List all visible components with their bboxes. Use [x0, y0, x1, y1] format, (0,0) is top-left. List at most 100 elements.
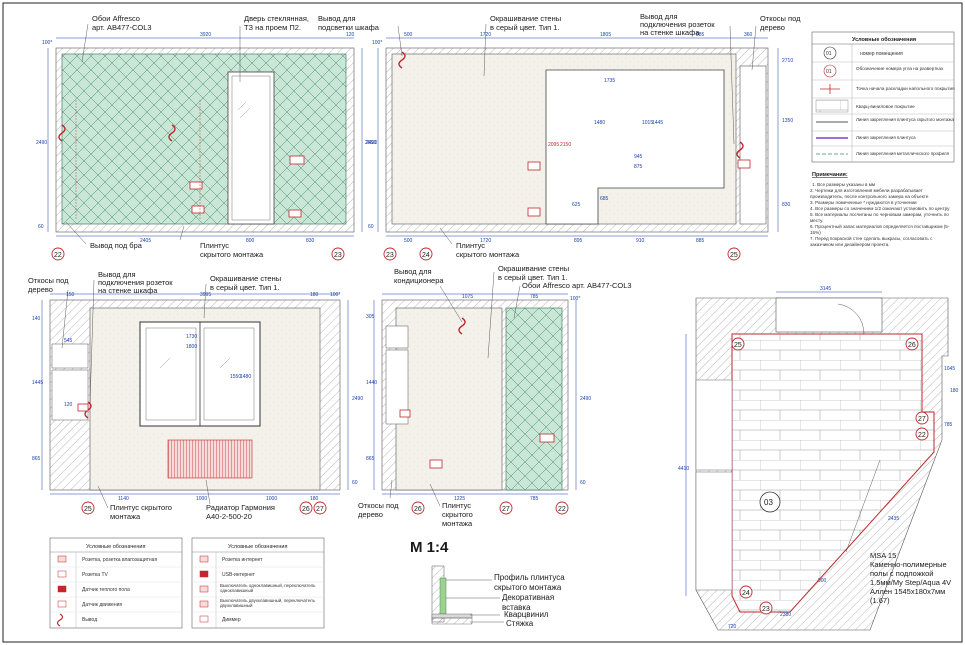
legend-right-title: Условные обозначения [852, 36, 916, 43]
svg-text:22: 22 [918, 432, 926, 439]
svg-text:885: 885 [696, 238, 705, 244]
socket-icon [288, 209, 302, 218]
svg-text:100*: 100* [372, 40, 382, 46]
svg-text:в серый цвет. Тип 1.: в серый цвет. Тип 1. [210, 283, 280, 292]
elev1-dim-bottom: 830 [306, 238, 315, 244]
svg-text:785: 785 [944, 422, 953, 428]
callout-bra: Вывод под бра [90, 241, 143, 250]
socket-icon [399, 409, 411, 418]
svg-text:Откосы под: Откосы под [760, 14, 801, 23]
svg-text:монтажа: монтажа [110, 512, 141, 521]
svg-text:Окрашивание стены: Окрашивание стены [498, 264, 569, 273]
wood-slope [51, 343, 89, 369]
wood-slope [385, 325, 409, 349]
outlet-icon [56, 613, 64, 627]
dimmer-icon [199, 615, 209, 623]
svg-text:1480: 1480 [594, 120, 605, 126]
elev1-dim-top: 3920 [200, 32, 211, 38]
wood-slopes [739, 65, 767, 225]
svg-text:Плинтус: Плинтус [456, 241, 485, 250]
svg-text:Линия закрепления плинтуса: Линия закрепления плинтуса [856, 135, 916, 140]
svg-text:Диммер: Диммер [222, 617, 241, 623]
svg-text:Условные обозначения: Условные обозначения [86, 544, 145, 550]
svg-text:885: 885 [696, 32, 705, 38]
svg-text:Вывод: Вывод [82, 617, 97, 623]
svg-text:1045: 1045 [944, 366, 955, 372]
svg-text:500: 500 [404, 32, 413, 38]
svg-text:1140: 1140 [118, 496, 129, 502]
svg-text:1440: 1440 [366, 380, 377, 386]
callout-baseboard-line2: скрытого монтажа [200, 250, 264, 259]
svg-text:26: 26 [414, 506, 422, 513]
socket-icon [57, 555, 67, 563]
svg-text:1015: 1015 [642, 120, 653, 126]
svg-text:625: 625 [572, 202, 581, 208]
svg-text:1735: 1735 [604, 78, 615, 84]
svg-text:скрытого: скрытого [442, 510, 473, 519]
svg-text:2380: 2380 [780, 612, 791, 618]
corner-marker-label: 24 [422, 252, 430, 259]
svg-text:60: 60 [352, 480, 358, 486]
svg-text:А40-2-500-20: А40-2-500-20 [206, 512, 252, 521]
elev1-dim-left: 60 [38, 224, 44, 230]
floor-plan: 3145 1045 180 785 4410 2435 900 720 2380… [678, 286, 959, 631]
callout-wallpaper-line1: Обои Affresco [92, 14, 140, 23]
svg-text:скрытого монтажа: скрытого монтажа [494, 583, 562, 592]
svg-text:Розетка интернет: Розетка интернет [222, 557, 263, 563]
svg-text:2095: 2095 [548, 142, 559, 148]
svg-text:Радиатор Гармония: Радиатор Гармония [206, 503, 275, 512]
room-number-marker [759, 491, 781, 513]
wood-slope [385, 349, 409, 425]
svg-text:01: 01 [826, 51, 832, 57]
svg-text:Обои Affresco арт. AB477-COL3: Обои Affresco арт. AB477-COL3 [522, 281, 632, 290]
svg-text:Розетка TV: Розетка TV [82, 572, 109, 578]
svg-text:Кварцвинил: Кварцвинил [504, 610, 549, 619]
switch-double-icon [199, 600, 209, 608]
svg-text:1800: 1800 [186, 344, 197, 350]
svg-text:305: 305 [366, 314, 375, 320]
note-line: 7. Перед покраской стен сделать выкрасы,… [810, 236, 933, 247]
svg-text:Вывод для: Вывод для [98, 270, 136, 279]
svg-text:Датчик движения: Датчик движения [82, 602, 122, 608]
svg-text:дерево: дерево [760, 23, 785, 32]
svg-text:Вывод для: Вывод для [640, 12, 678, 21]
svg-text:Профиль плинтуса: Профиль плинтуса [494, 573, 565, 582]
note-line: 4. Все размеры со значением 1/2 означают… [810, 206, 950, 211]
screed-layer [431, 617, 473, 625]
switch-single-icon [199, 585, 209, 593]
svg-text:785: 785 [530, 294, 539, 300]
wood-slope [51, 369, 89, 421]
callout-baseboard-line1: Плинтус [200, 241, 229, 250]
elevation-1: 100* 3920 120 2405 800 830 2490 60 2650 … [36, 14, 376, 261]
elev1-dim-right: 2650 [365, 140, 376, 146]
elev1-dim-bottom: 800 [246, 238, 255, 244]
svg-text:500: 500 [404, 238, 413, 244]
svg-text:Точка начала раскладки напольн: Точка начала раскладки напольного покрыт… [856, 86, 955, 91]
svg-text:подключения розеток: подключения розеток [640, 20, 715, 29]
elevation-4: 1075 785 100* 1225 785 305 1440 865 2490… [358, 264, 632, 528]
svg-text:60: 60 [580, 480, 586, 486]
svg-text:27: 27 [316, 506, 324, 513]
detail-scale: М 1:4 [410, 539, 449, 556]
note-line: 5. Все материалы посчитаны по черновым з… [810, 212, 949, 223]
svg-text:USB-интернет: USB-интернет [222, 572, 256, 578]
window-swing [837, 303, 865, 335]
svg-text:1.5мм/My Step/Aqua 4V: 1.5мм/My Step/Aqua 4V [870, 578, 951, 587]
svg-text:Вывод для: Вывод для [318, 14, 356, 23]
elevation-3: 150 3995 180 100* 1140 1000 1000 180 140… [28, 270, 363, 521]
corner-marker-label: 23 [334, 252, 342, 259]
svg-text:01: 01 [826, 69, 832, 75]
svg-text:180: 180 [950, 388, 959, 394]
bra-outlet-icon [58, 124, 66, 142]
elev4-wallpaper-area [505, 307, 563, 491]
svg-text:26: 26 [908, 342, 916, 349]
notes: Примечания: 1. Все размеры указаны в мм … [810, 172, 950, 247]
svg-text:830: 830 [782, 202, 791, 208]
elev1-wallpaper-area [61, 53, 347, 225]
outlet-icon [736, 141, 744, 159]
motion-sensor-icon [57, 600, 67, 608]
socket-icon [527, 161, 541, 171]
svg-text:4410: 4410 [678, 466, 689, 472]
usb-socket-icon [199, 570, 209, 578]
